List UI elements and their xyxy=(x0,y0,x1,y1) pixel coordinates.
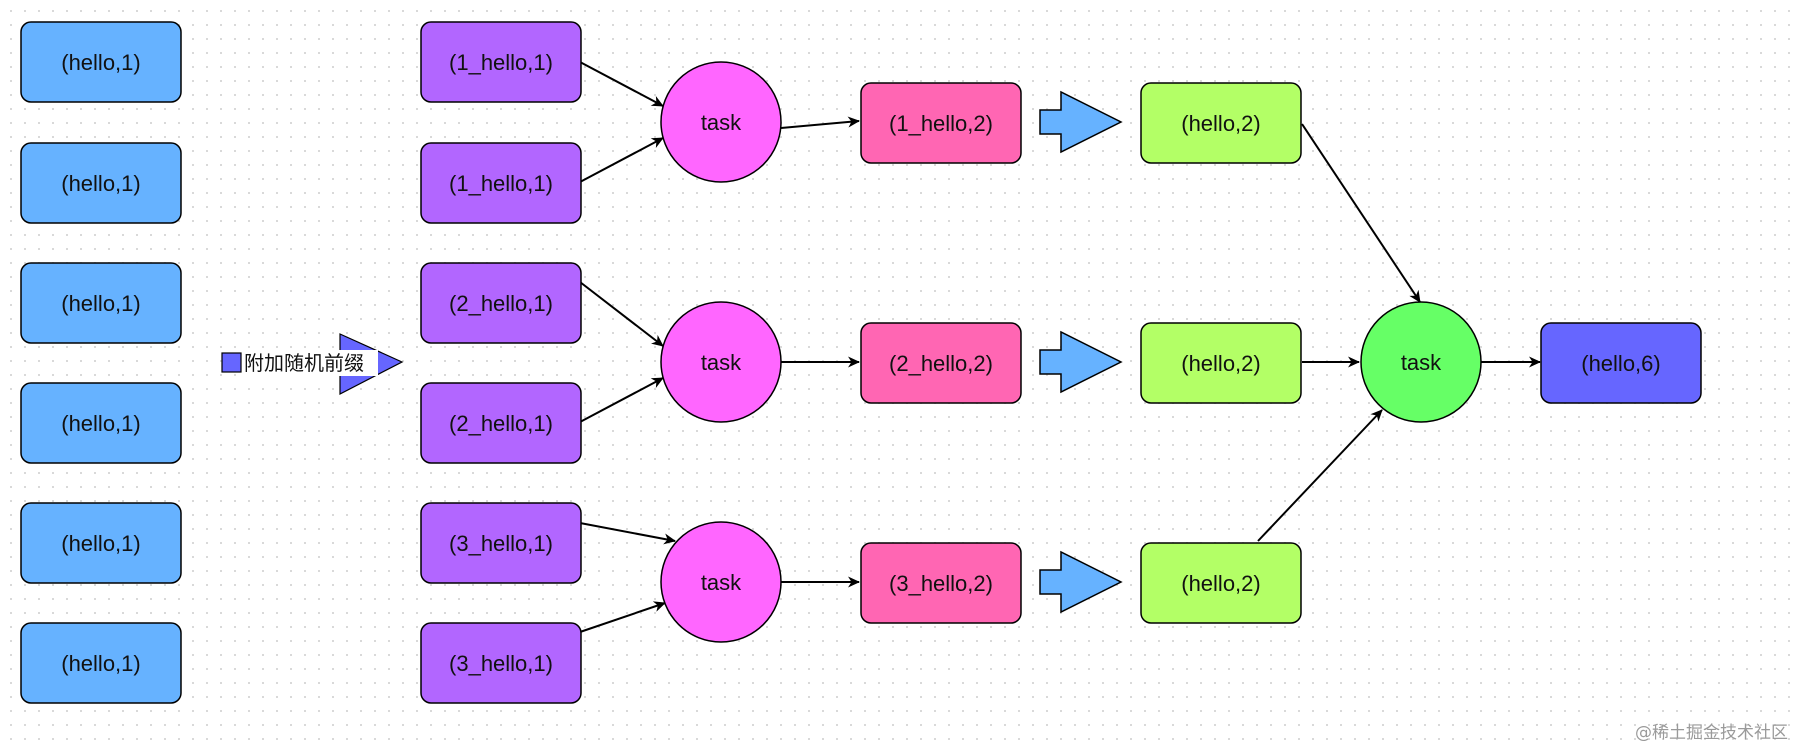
prefixed-node-label: (3_hello,1) xyxy=(449,651,553,676)
input-node: (hello,1) xyxy=(20,622,182,704)
edge-stripped-1-to-final-task xyxy=(1301,123,1421,303)
edge-prefixed-2-to-task-1 xyxy=(579,137,664,183)
partial-result-node: (1_hello,2) xyxy=(860,82,1022,164)
final-result-label: (hello,6) xyxy=(1581,351,1660,376)
edges xyxy=(579,61,1541,633)
final-result-node: (hello,6) xyxy=(1540,322,1702,404)
first-task-node: task xyxy=(660,521,782,643)
first-task-node: task xyxy=(660,301,782,423)
prefixed-node: (2_hello,1) xyxy=(420,262,582,344)
edge-prefixed-5-to-task-3 xyxy=(579,522,676,545)
prefixed-node-label: (1_hello,1) xyxy=(449,171,553,196)
first-task-node: task xyxy=(660,61,782,183)
input-node-label: (hello,1) xyxy=(61,291,140,316)
edge-prefixed-4-to-task-2 xyxy=(579,377,664,423)
block-arrow-icon xyxy=(1039,90,1123,154)
input-node-label: (hello,1) xyxy=(61,651,140,676)
first-task-column: task task task xyxy=(660,61,782,643)
partial-result-column: (1_hello,2) (2_hello,2) (3_hello,2) xyxy=(860,82,1022,624)
prefixed-node-label: (1_hello,1) xyxy=(449,50,553,75)
stripped-result-label: (hello,2) xyxy=(1181,351,1260,376)
edge-prefixed-6-to-task-3 xyxy=(579,601,666,633)
input-column: (hello,1) (hello,1) (hello,1) (hello,1) … xyxy=(20,21,182,704)
prefix-square-icon xyxy=(221,352,242,373)
prefixed-node-label: (2_hello,1) xyxy=(449,291,553,316)
prefixed-node: (1_hello,1) xyxy=(420,142,582,224)
edge-prefixed-3-to-task-2 xyxy=(579,281,664,347)
input-node: (hello,1) xyxy=(20,382,182,464)
watermark: @稀土掘金技术社区 xyxy=(1635,723,1788,743)
first-task-label: task xyxy=(701,570,742,595)
stripped-result-label: (hello,2) xyxy=(1181,111,1260,136)
final-task-label: task xyxy=(1401,350,1442,375)
prefixed-node: (2_hello,1) xyxy=(420,382,582,464)
input-node: (hello,1) xyxy=(20,502,182,584)
stripped-result-column: (hello,2) (hello,2) (hello,2) xyxy=(1140,82,1302,624)
partial-result-node: (3_hello,2) xyxy=(860,542,1022,624)
input-node: (hello,1) xyxy=(20,142,182,224)
first-task-label: task xyxy=(701,350,742,375)
stripped-result-node: (hello,2) xyxy=(1140,322,1302,404)
input-node: (hello,1) xyxy=(20,262,182,344)
edge-stripped-3-to-final-task xyxy=(1257,409,1383,542)
stripped-result-node: (hello,2) xyxy=(1140,542,1302,624)
first-task-label: task xyxy=(701,110,742,135)
partial-result-node: (2_hello,2) xyxy=(860,322,1022,404)
input-node-label: (hello,1) xyxy=(61,50,140,75)
edge-task-1-to-partial-1 xyxy=(780,116,860,129)
final-task-node: task xyxy=(1360,301,1482,423)
input-node-label: (hello,1) xyxy=(61,171,140,196)
prefixed-node: (3_hello,1) xyxy=(420,502,582,584)
prefixed-node: (1_hello,1) xyxy=(420,21,582,103)
stripped-result-label: (hello,2) xyxy=(1181,571,1260,596)
block-arrow-icon xyxy=(1039,550,1123,614)
partial-result-label: (3_hello,2) xyxy=(889,571,993,596)
input-node: (hello,1) xyxy=(20,21,182,103)
prefixed-node-label: (2_hello,1) xyxy=(449,411,553,436)
partial-result-label: (2_hello,2) xyxy=(889,351,993,376)
edge-prefixed-1-to-task-1 xyxy=(579,61,664,107)
prefix-label-bg xyxy=(243,350,378,376)
prefix-label: 附加随机前缀 xyxy=(244,351,364,375)
stripped-result-node: (hello,2) xyxy=(1140,82,1302,164)
block-arrow-icon xyxy=(1039,330,1123,394)
prefixed-column: (1_hello,1) (1_hello,1) (2_hello,1) (2_h… xyxy=(420,21,582,704)
prefixed-node: (3_hello,1) xyxy=(420,622,582,704)
input-node-label: (hello,1) xyxy=(61,411,140,436)
partial-result-label: (1_hello,2) xyxy=(889,111,993,136)
prefixed-node-label: (3_hello,1) xyxy=(449,531,553,556)
prefix-step: 附加随机前缀 xyxy=(221,333,404,395)
input-node-label: (hello,1) xyxy=(61,531,140,556)
block-arrows xyxy=(1039,90,1123,614)
